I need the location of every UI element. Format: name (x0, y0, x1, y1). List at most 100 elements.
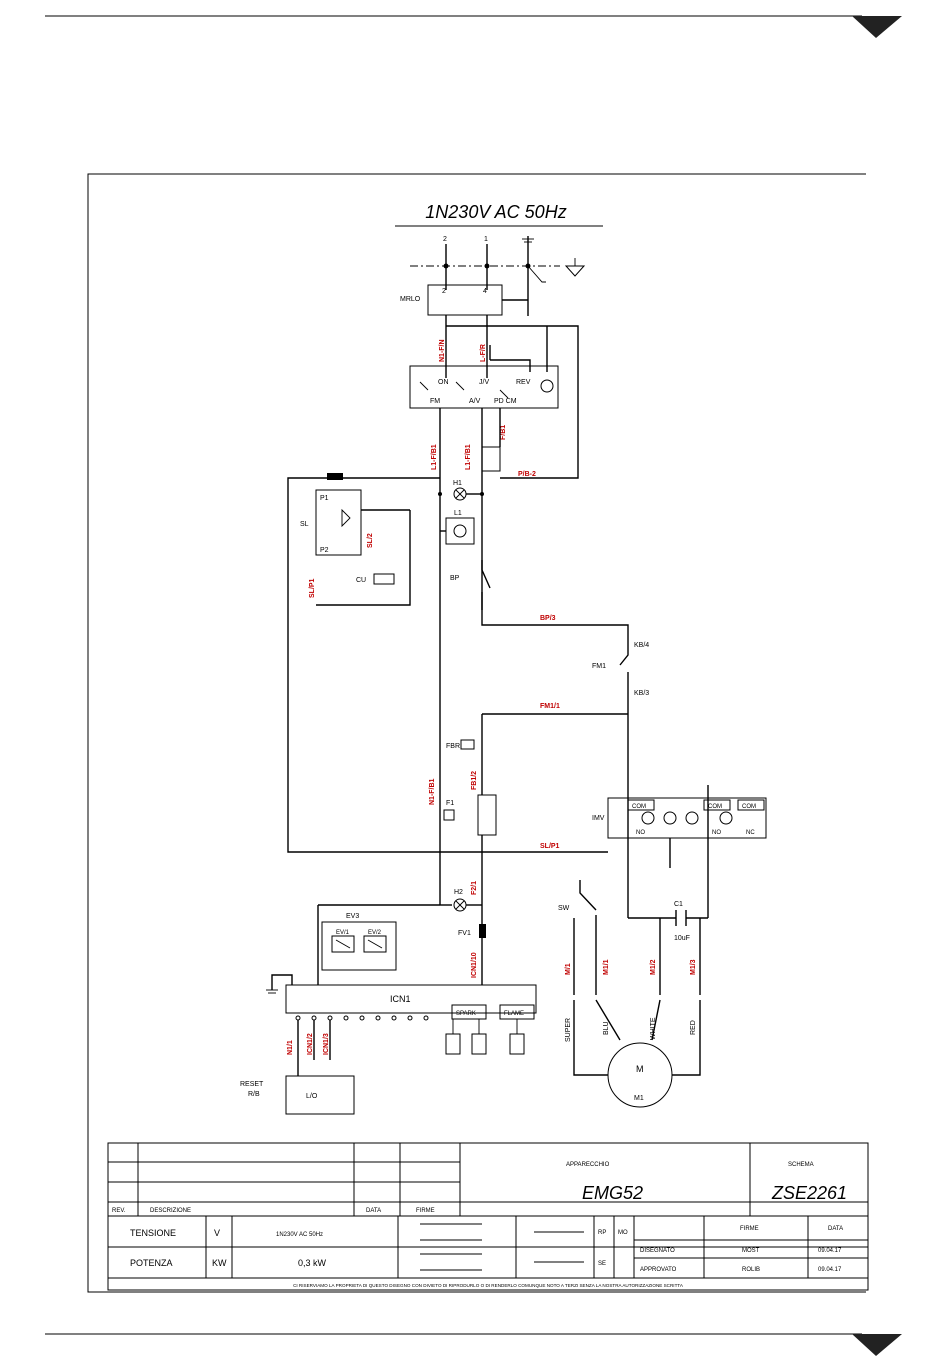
svg-text:RED: RED (690, 1020, 697, 1035)
svg-text:NC: NC (746, 830, 755, 836)
svg-text:SL/P1: SL/P1 (309, 578, 316, 598)
svg-text:F2/1: F2/1 (471, 881, 478, 895)
svg-text:SUPER: SUPER (565, 1018, 572, 1042)
svg-text:P/B-2: P/B-2 (518, 471, 536, 478)
tb-apparecchio: EMG52 (582, 1183, 643, 1203)
ground-icon (266, 989, 278, 994)
svg-text:P1: P1 (320, 495, 329, 502)
svg-text:IMV: IMV (592, 815, 605, 822)
title-block (107, 1142, 869, 1291)
tb-approvato-sign: ROLIB (742, 1267, 760, 1273)
svg-text:M/1: M/1 (565, 963, 572, 975)
l1-component (445, 517, 475, 545)
tb-mo: MO (618, 1230, 628, 1236)
svg-text:COM: COM (632, 804, 646, 810)
svg-text:FV1: FV1 (458, 930, 471, 937)
svg-text:FB1/2: FB1/2 (471, 771, 478, 790)
svg-text:WHITE: WHITE (650, 1017, 657, 1040)
svg-text:M1: M1 (634, 1095, 644, 1102)
svg-text:M1/3: M1/3 (690, 959, 697, 975)
tb-descr-label: DESCRIZIONE (150, 1208, 191, 1214)
svg-text:SL/P1: SL/P1 (540, 843, 560, 850)
svg-text:M1/1: M1/1 (603, 959, 610, 975)
svg-text:FM1: FM1 (592, 663, 606, 670)
tb-data-head: DATA (828, 1226, 843, 1232)
svg-text:EV/2: EV/2 (368, 930, 382, 936)
svg-text:J/V: J/V (479, 379, 489, 386)
svg-text:L/O: L/O (306, 1093, 318, 1100)
phase-l-label: 1 (484, 236, 488, 243)
tb-potenza-unit: KW (212, 1258, 227, 1268)
tb-firme-label: FIRME (416, 1208, 435, 1214)
svg-text:FM1/1: FM1/1 (540, 703, 560, 710)
svg-text:BLU: BLU (603, 1021, 610, 1035)
svg-text:ICN1: ICN1 (390, 994, 411, 1004)
tb-rev-label: REV. (112, 1208, 126, 1214)
svg-text:REV: REV (516, 379, 531, 386)
svg-text:MRLO: MRLO (400, 296, 421, 303)
fuse-rp (481, 446, 501, 472)
fbr-component (460, 739, 475, 750)
sl-module (315, 489, 362, 556)
svg-text:L1-F/B1: L1-F/B1 (431, 444, 438, 470)
tb-potenza-value: 0,3 kW (298, 1258, 327, 1268)
main-switch-box (409, 365, 559, 409)
f1-box (477, 794, 497, 836)
svg-text:2: 2 (442, 288, 446, 295)
svg-text:A/V: A/V (469, 398, 481, 405)
svg-text:FBR: FBR (446, 743, 460, 750)
svg-text:SPARK: SPARK (456, 1011, 476, 1017)
svg-text:L1: L1 (454, 510, 462, 517)
terminal-row (295, 1015, 429, 1021)
svg-text:KB/3: KB/3 (634, 690, 649, 697)
footer-triangle-icon (852, 1334, 902, 1356)
tb-se: SE (598, 1261, 606, 1267)
tb-potenza-label: POTENZA (130, 1258, 173, 1268)
svg-text:C1: C1 (674, 901, 683, 908)
icn1-controller (285, 984, 537, 1014)
svg-text:RESET: RESET (240, 1081, 264, 1088)
phase-n-label: 2 (443, 236, 447, 243)
svg-text:SL: SL (300, 521, 309, 528)
drawing-frame (87, 173, 866, 1293)
tb-data-label: DATA (366, 1208, 381, 1214)
svg-text:KB/4: KB/4 (634, 642, 649, 649)
tb-rp: RP (598, 1230, 606, 1236)
svg-text:CU: CU (356, 577, 366, 584)
svg-text:ICN1/10: ICN1/10 (471, 952, 478, 978)
cu-component (373, 573, 395, 585)
svg-text:F1: F1 (446, 800, 454, 807)
svg-text:N1-F/B1: N1-F/B1 (429, 778, 436, 805)
motor-m1-icon (607, 1042, 673, 1108)
svg-text:EV/1: EV/1 (336, 930, 350, 936)
earth-icon (564, 258, 586, 277)
imv-relay (607, 797, 767, 839)
tb-disegnato-label: DISEGNATO (640, 1248, 675, 1254)
tb-approvato-label: APPROVATO (640, 1267, 677, 1273)
svg-text:H1: H1 (453, 480, 462, 487)
svg-text:ON: ON (438, 379, 449, 386)
tb-tensione-label: TENSIONE (130, 1228, 176, 1238)
svg-text:ICN1/2: ICN1/2 (307, 1033, 314, 1055)
tb-firme-head: FIRME (740, 1226, 759, 1232)
tb-footer: CI RISERVIAMO LA PROPRIETA DI QUESTO DIS… (293, 1283, 684, 1288)
fv1-valve (479, 924, 486, 938)
svg-text:M1/2: M1/2 (650, 959, 657, 975)
svg-text:N1-F/N: N1-F/N (439, 339, 446, 362)
tb-disegnato-sign: MOST (742, 1248, 760, 1254)
svg-text:PD CM: PD CM (494, 398, 517, 405)
svg-text:EV3: EV3 (346, 913, 359, 920)
svg-text:COM: COM (742, 804, 756, 810)
svg-text:P2: P2 (320, 547, 329, 554)
svg-text:SW: SW (558, 905, 570, 912)
svg-text:R/B: R/B (248, 1091, 260, 1098)
tb-tensione-unit: V (214, 1228, 220, 1238)
reset-lo-switch (285, 1075, 355, 1115)
tb-apparecchio-label: APPARECCHIO (566, 1162, 610, 1168)
svg-text:M: M (636, 1064, 644, 1074)
tb-disegnato-date: 09.04.17 (818, 1248, 842, 1254)
svg-text:BP/3: BP/3 (540, 615, 556, 622)
svg-text:NO: NO (636, 830, 645, 836)
svg-text:COM: COM (708, 804, 722, 810)
